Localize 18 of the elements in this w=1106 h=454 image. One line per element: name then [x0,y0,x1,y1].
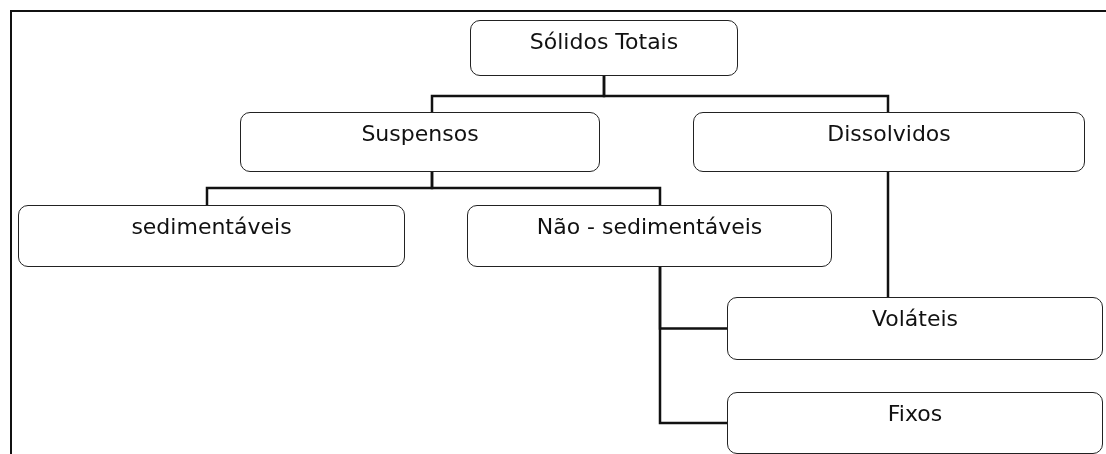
category-box [470,20,738,76]
connector-line [658,267,727,425]
box-label: Não - sedimentáveis [536,214,763,239]
category-box [240,112,600,172]
box-label: Voláteis [871,306,959,331]
connector-line [886,172,890,297]
box-label: sedimentáveis [131,214,292,239]
box-label: Dissolvidos [827,121,951,146]
connector-line [430,172,662,205]
category-box [727,392,1103,454]
box-label: Sólidos Totais [529,29,679,54]
category-box [467,205,832,267]
box-label: Suspensos [361,121,479,146]
category-box [18,205,405,267]
connector-line [602,76,890,112]
box-label: Fixos [887,401,943,426]
category-box [693,112,1085,172]
category-box [727,297,1103,360]
